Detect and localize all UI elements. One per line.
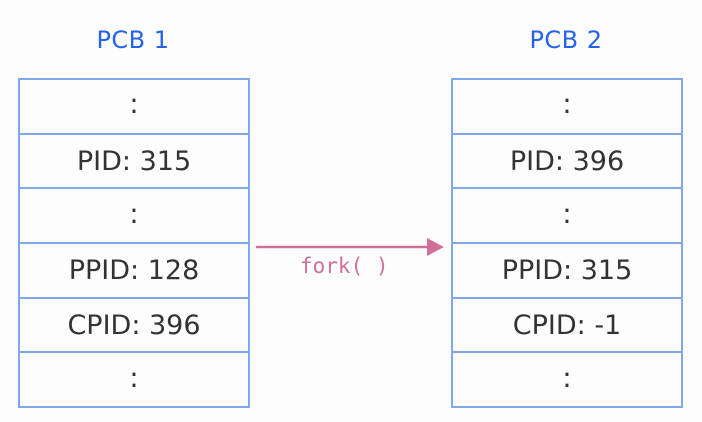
pcb1-row-cpid: CPID: 396 [20, 299, 248, 354]
pcb1-row-ppid: PPID: 128 [20, 244, 248, 299]
pcb2-row-ellipsis: : [453, 189, 681, 245]
pcb2-row-ellipsis: : [562, 360, 572, 394]
pcb1-row-ellipsis: : [129, 360, 139, 394]
fork-arrow [255, 238, 444, 256]
pcb2-row-ellipsis: : [453, 80, 681, 135]
fork-label: fork( ) [300, 254, 389, 278]
pcb2-row-pid: PID: 396 [453, 135, 681, 190]
pcb1-row-pid: PID: 315 [20, 135, 248, 190]
pcb1-row-ellipsis: : [20, 189, 248, 245]
pcb1-row-ellipsis: : [20, 80, 248, 135]
pcb2-row-ppid: PPID: 315 [453, 244, 681, 299]
pcb2-table: : PID: 396 : PPID: 315 CPID: -1 : [451, 78, 683, 409]
fork-arrow-head [427, 238, 444, 256]
pcb2-title: PCB 2 [529, 26, 603, 54]
pcb2-row-cpid: CPID: -1 [453, 299, 681, 354]
pcb1-title: PCB 1 [96, 26, 170, 54]
pcb1-table: : PID: 315 : PPID: 128 CPID: 396 : [18, 78, 250, 409]
